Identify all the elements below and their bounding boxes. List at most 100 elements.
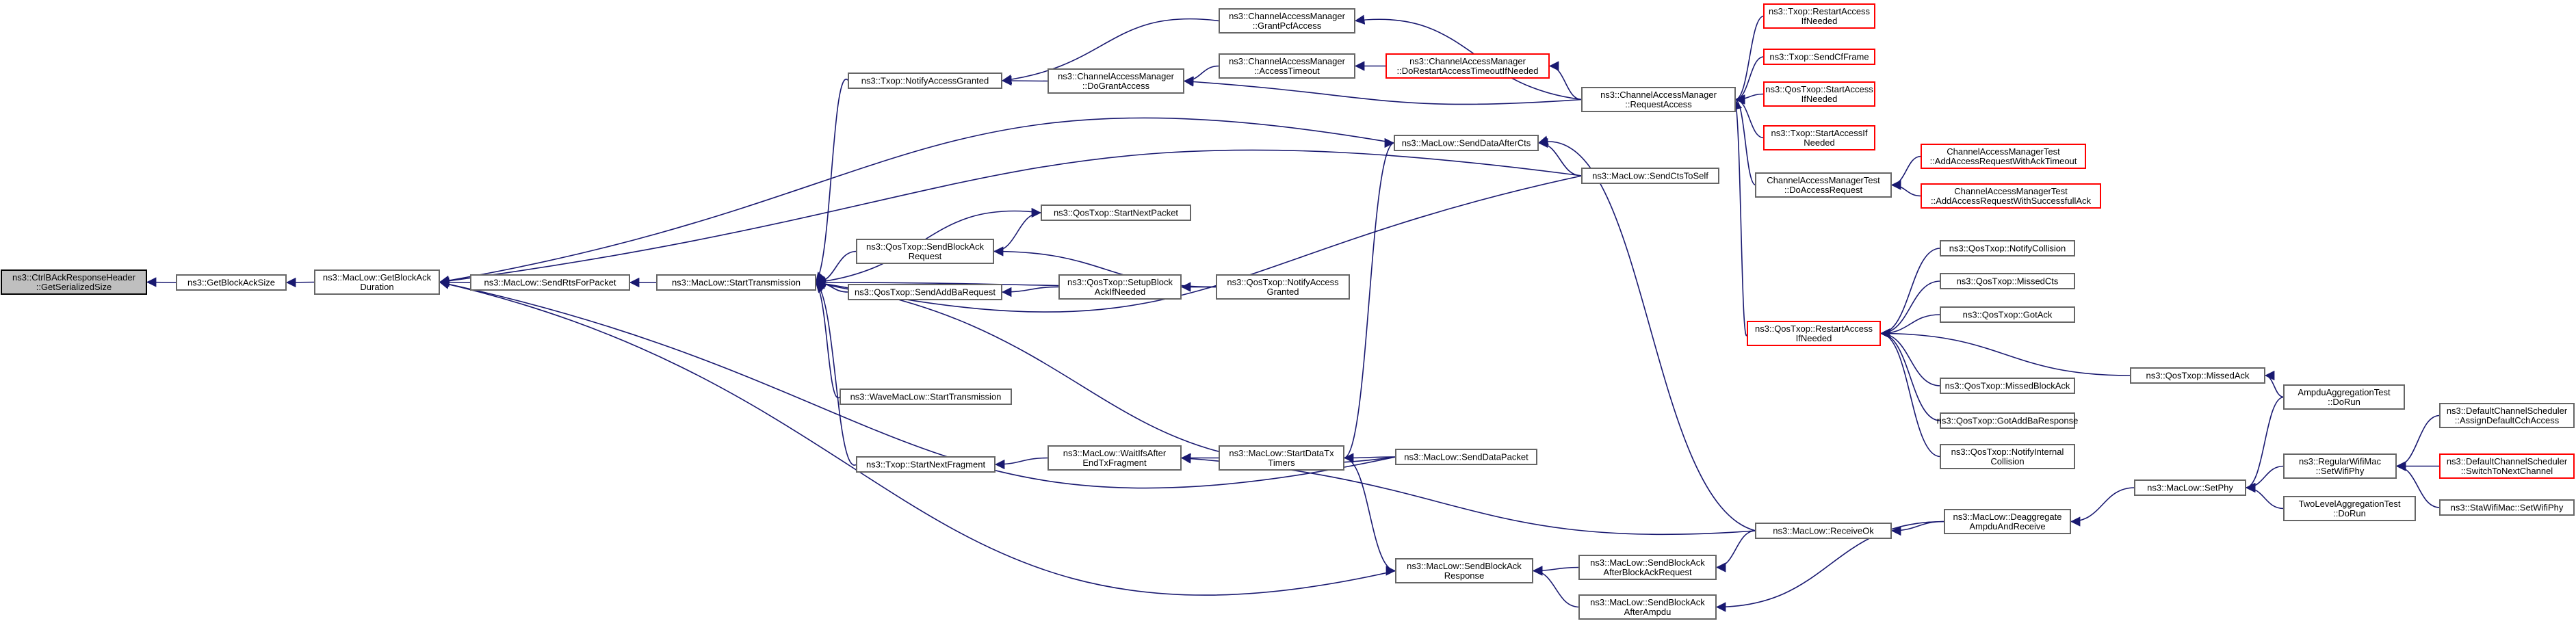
node-label: IfNeeded xyxy=(1801,94,1838,104)
edge-qosStartNextPacket-to-startTransmission xyxy=(815,210,1042,287)
node-dccs-assign-default-cch-access[interactable]: ns3::DefaultChannelScheduler::AssignDefa… xyxy=(2439,403,2575,428)
node-label: ns3::QosTxop::StartAccess xyxy=(1765,84,1873,94)
node-qos-send-add-ba-request[interactable]: ns3::QosTxop::SendAddBaRequest xyxy=(848,284,1002,300)
node-cam-grant-pcf-access[interactable]: ns3::ChannelAccessManager::GrantPcfAcces… xyxy=(1219,8,1355,34)
node-label: Duration xyxy=(360,282,393,292)
node-send-rts-for-packet[interactable]: ns3::MacLow::SendRtsForPacket xyxy=(470,274,630,291)
node-label: ns3::Txop::RestartAccess xyxy=(1769,6,1871,16)
node-label: ::DoGrantAccess xyxy=(1082,81,1150,91)
node-wave-start-transmission[interactable]: ns3::WaveMacLow::StartTransmission xyxy=(840,389,1012,405)
node-qos-missed-block-ack[interactable]: ns3::QosTxop::MissedBlockAck xyxy=(1940,378,2075,394)
node-label: TwoLevelAggregationTest xyxy=(2299,499,2401,509)
node-dccs-switch-to-next-channel[interactable]: ns3::DefaultChannelScheduler::SwitchToNe… xyxy=(2439,453,2575,479)
node-box xyxy=(1763,49,1875,65)
node-box xyxy=(1219,53,1355,79)
edge-sendCtsToSelf-to-getBlockAckDuration xyxy=(439,149,1583,286)
node-label: ::AddAccessRequestWithAckTimeout xyxy=(1930,156,2077,166)
node-qos-got-add-ba-response[interactable]: ns3::QosTxop::GotAddBaResponse xyxy=(1937,412,2079,429)
node-send-cts-to-self[interactable]: ns3::MacLow::SendCtsToSelf xyxy=(1581,168,1719,184)
node-cam-test-successfull-ack[interactable]: ChannelAccessManagerTest::AddAccessReque… xyxy=(1921,183,2101,209)
node-label: ns3::QosTxop::SendBlockAck xyxy=(866,241,984,252)
edge-dccsAssignDefaultCchAccess-to-regularWifiMacSetWifiPhy xyxy=(2395,414,2441,471)
edge-txopStartNextFragment-to-startTransmission xyxy=(815,282,857,466)
node-box xyxy=(1940,240,2075,256)
edges xyxy=(146,14,2441,612)
edge-camRequestAccess-to-camGrantPcfAccess xyxy=(1354,14,1583,101)
node-receive-ok[interactable]: ns3::MacLow::ReceiveOk xyxy=(1755,523,1892,539)
node-get-block-ack-size[interactable]: ns3::GetBlockAckSize xyxy=(176,274,287,291)
node-label: ::RequestAccess xyxy=(1625,99,1692,109)
node-qos-start-next-packet[interactable]: ns3::QosTxop::StartNextPacket xyxy=(1041,205,1191,221)
node-box xyxy=(848,284,1002,300)
node-txop-send-cf-frame[interactable]: ns3::Txop::SendCfFrame xyxy=(1763,49,1875,65)
node-label: ns3::QosTxop::MissedCts xyxy=(1957,276,2059,287)
node-label: ns3::QosTxop::SetupBlock xyxy=(1067,277,1173,287)
node-start-transmission[interactable]: ns3::MacLow::StartTransmission xyxy=(656,274,816,291)
node-label: ChannelAccessManagerTest xyxy=(1947,146,2060,157)
node-label: ns3::MacLow::StartDataTx xyxy=(1229,448,1334,458)
node-mac-low-set-phy[interactable]: ns3::MacLow::SetPhy xyxy=(2134,479,2246,496)
node-label: ns3::Txop::StartAccessIf xyxy=(1771,128,1868,138)
node-send-data-packet[interactable]: ns3::MacLow::SendDataPacket xyxy=(1395,449,1537,465)
node-box xyxy=(848,73,1002,89)
node-regular-wifi-mac-set-wifi-phy[interactable]: ns3::RegularWifiMac::SetWifiPhy xyxy=(2283,453,2397,479)
node-label: ns3::GetBlockAckSize xyxy=(187,278,275,288)
node-box xyxy=(2439,403,2575,428)
node-qos-missed-cts[interactable]: ns3::QosTxop::MissedCts xyxy=(1940,273,2075,289)
edge-deaggregateAmpduAndReceive-to-sendBlockAckAfterAmpdu xyxy=(1715,521,1945,612)
node-qos-notify-access-granted[interactable]: ns3::QosTxop::NotifyAccessGranted xyxy=(1216,274,1350,300)
node-label: ns3::MacLow::ReceiveOk xyxy=(1773,526,1874,536)
node-cam-test-do-access-request[interactable]: ChannelAccessManagerTest::DoAccessReques… xyxy=(1755,172,1892,198)
node-send-block-ack-after-block-ack-request[interactable]: ns3::MacLow::SendBlockAckAfterBlockAckRe… xyxy=(1578,555,1717,580)
node-qos-got-ack[interactable]: ns3::QosTxop::GotAck xyxy=(1940,306,2075,323)
node-ampdu-aggregation-test-do-run[interactable]: AmpduAggregationTest::DoRun xyxy=(2283,384,2405,410)
edge-receiveOk-to-sendDataAfterCts xyxy=(1537,135,1756,531)
node-label: ns3::Txop::NotifyAccessGranted xyxy=(861,76,989,86)
node-sta-wifi-mac-set-wifi-phy[interactable]: ns3::StaWifiMac::SetWifiPhy xyxy=(2439,499,2575,516)
node-label: Collision xyxy=(1990,456,2024,466)
node-qos-notify-collision[interactable]: ns3::QosTxop::NotifyCollision xyxy=(1940,240,2075,256)
edge-txopNotifyAccessGranted-to-startTransmission xyxy=(815,79,849,283)
node-cam-test-ack-timeout[interactable]: ChannelAccessManagerTest::AddAccessReque… xyxy=(1921,144,2086,169)
node-label: ns3::MacLow::SetPhy xyxy=(2147,483,2233,493)
node-label: ns3::QosTxop::MissedAck xyxy=(2146,371,2250,381)
edge-sendDataPacket-to-getBlockAckDuration xyxy=(439,279,1396,489)
node-cam-do-restart-access-timeout[interactable]: ns3::ChannelAccessManager::DoRestartAcce… xyxy=(1385,53,1550,79)
nodes: ns3::CtrlBAckResponseHeader::GetSerializ… xyxy=(1,3,2575,620)
node-label: ns3::ChannelAccessManager xyxy=(1229,56,1345,66)
node-label: ::DoRestartAccessTimeoutIfNeeded xyxy=(1397,66,1539,76)
node-two-level-aggregation-test-do-run[interactable]: TwoLevelAggregationTest::DoRun xyxy=(2283,496,2416,521)
node-label: ns3::QosTxop::NotifyAccess xyxy=(1227,277,1339,287)
edge-twoLevelAggregationTestDoRun-to-macLowSetPhy xyxy=(2245,482,2285,510)
node-txop-start-next-fragment[interactable]: ns3::Txop::StartNextFragment xyxy=(856,456,996,473)
node-box xyxy=(1581,87,1736,112)
node-cam-access-timeout[interactable]: ns3::ChannelAccessManager::AccessTimeout xyxy=(1219,53,1355,79)
node-label: ns3::MacLow::SendBlockAck xyxy=(1407,561,1522,571)
node-txop-notify-access-granted[interactable]: ns3::Txop::NotifyAccessGranted xyxy=(848,73,1002,89)
node-label: ns3::RegularWifiMac xyxy=(2299,456,2381,466)
node-root[interactable]: ns3::CtrlBAckResponseHeader::GetSerializ… xyxy=(1,269,147,295)
node-send-data-after-cts[interactable]: ns3::MacLow::SendDataAfterCts xyxy=(1394,135,1539,151)
edge-txopSendCfFrame-to-camRequestAccess xyxy=(1734,56,1765,105)
node-cam-request-access[interactable]: ns3::ChannelAccessManager::RequestAccess xyxy=(1581,87,1736,112)
node-box xyxy=(1041,205,1191,221)
edge-camTestAckTimeout-to-camTestDoAccessRequest xyxy=(1890,155,1922,190)
node-label: IfNeeded xyxy=(1801,16,1838,26)
node-label: ns3::MacLow::GetBlockAck xyxy=(323,272,432,282)
node-cam-do-grant-access[interactable]: ns3::ChannelAccessManager::DoGrantAccess xyxy=(1048,68,1184,94)
node-label: ns3::Txop::SendCfFrame xyxy=(1769,52,1869,62)
node-qos-missed-ack[interactable]: ns3::QosTxop::MissedAck xyxy=(2130,367,2265,384)
